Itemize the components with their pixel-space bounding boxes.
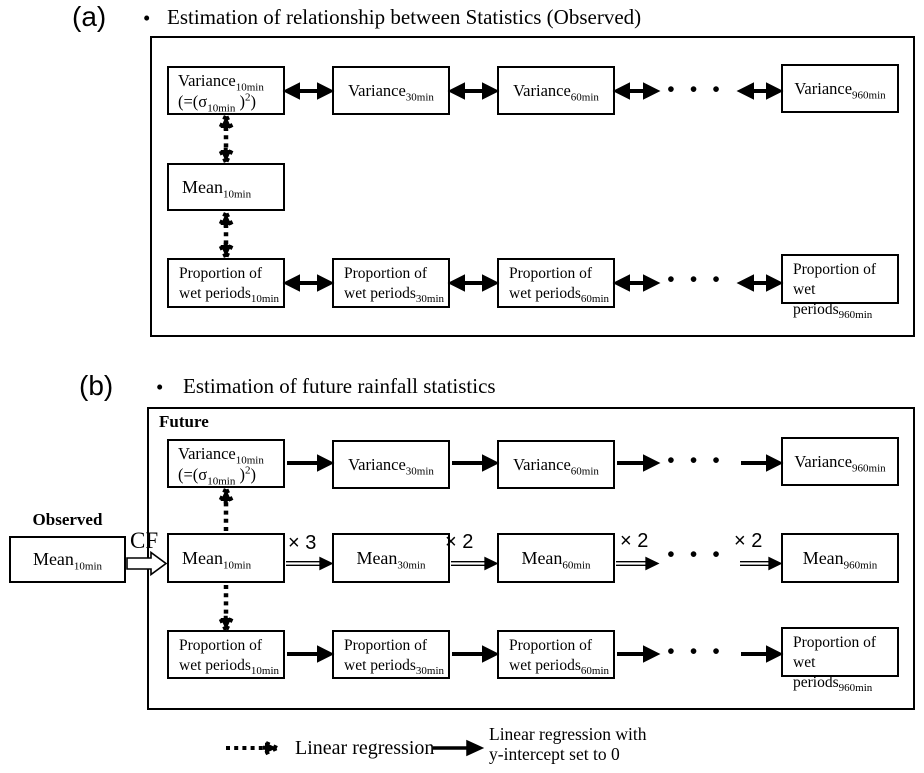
box-label: Mean60min xyxy=(521,547,591,572)
panel-a-bullet-icon: • xyxy=(143,6,151,30)
box-proportion-10min-a: Proportion of wet periods10min xyxy=(167,258,285,308)
panel-a-title: Estimation of relationship between Stati… xyxy=(167,5,642,29)
box-label-line2: wet periods10min xyxy=(179,285,280,306)
box-proportion-30min-b: Proportion of wet periods30min xyxy=(332,630,450,679)
ellipsis-dots: • • • xyxy=(667,542,725,567)
box-label-line2: wet periods30min xyxy=(344,285,445,306)
box-label-line2: periods960min xyxy=(793,301,873,322)
box-mean-30min-b: Mean30min xyxy=(332,533,450,583)
ellipsis-dots: • • • xyxy=(667,639,725,664)
legend-solid-label-line2: y-intercept set to 0 xyxy=(489,744,620,764)
box-variance-30min-a: Variance30min xyxy=(332,66,450,115)
multiplier-label-x3: × 3 xyxy=(288,532,317,554)
box-variance-10min-a: Variance10min (=(σ10min )2) xyxy=(167,66,285,115)
box-label-line2: wet periods60min xyxy=(509,657,610,678)
box-label: Variance960min xyxy=(794,451,886,474)
box-variance-60min-b: Variance60min xyxy=(497,440,615,489)
legend-dotted-arrow xyxy=(226,739,282,757)
legend-dotted-label: Linear regression xyxy=(295,737,435,759)
box-variance-30min-b: Variance30min xyxy=(332,440,450,489)
box-variance-960min-b: Variance960min xyxy=(781,437,899,486)
box-label-line2: wet periods10min xyxy=(179,657,280,678)
box-label: Variance960min xyxy=(794,78,886,101)
box-variance-10min-b: Variance10min (=(σ10min )2) xyxy=(167,439,285,488)
panel-b-title: Estimation of future rainfall statistics xyxy=(183,374,496,398)
box-label-line1: Proportion of xyxy=(179,265,263,282)
ellipsis-dots: • • • xyxy=(667,77,725,102)
panel-a-border xyxy=(150,36,915,337)
box-label: Variance60min xyxy=(513,80,599,103)
legend-solid-label-line1: Linear regression with xyxy=(489,724,647,744)
box-label-line1: Proportion of wet xyxy=(793,634,877,671)
multiplier-label-x2: × 2 xyxy=(620,530,649,552)
ellipsis-dots: • • • xyxy=(667,448,725,473)
box-label-line2: wet periods30min xyxy=(344,657,445,678)
box-proportion-60min-b: Proportion of wet periods60min xyxy=(497,630,615,679)
box-label-line1: Proportion of wet xyxy=(793,261,877,298)
ellipsis-dots: • • • xyxy=(667,267,725,292)
box-mean-960min-b: Mean960min xyxy=(781,533,899,583)
box-label-line2: wet periods60min xyxy=(509,285,610,306)
panel-a-label: (a) xyxy=(72,1,107,32)
box-proportion-960min-a: Proportion of wet periods960min xyxy=(781,254,899,321)
box-label: Mean10min xyxy=(32,549,103,573)
panel-b-bullet-icon: • xyxy=(156,375,164,399)
box-mean-10min-observed: Mean10min xyxy=(9,536,126,583)
box-label: Variance10min xyxy=(178,71,264,94)
box-label: Variance10min xyxy=(178,444,264,467)
box-label: Variance30min xyxy=(348,454,434,477)
panel-b-label: (b) xyxy=(79,370,114,401)
multiplier-label-x2: × 2 xyxy=(734,530,763,552)
box-proportion-10min-b: Proportion of wet periods10min xyxy=(167,630,285,679)
future-region-label: Future xyxy=(159,412,209,431)
box-label-line1: Proportion of xyxy=(344,265,428,282)
box-label: Mean30min xyxy=(356,547,426,572)
box-label-line1: Proportion of xyxy=(344,637,428,654)
box-label: Mean960min xyxy=(802,547,878,572)
box-proportion-60min-a: Proportion of wet periods60min xyxy=(497,258,615,308)
legend-solid-arrow xyxy=(433,739,485,757)
observed-label: Observed xyxy=(32,510,103,529)
box-mean-60min-b: Mean60min xyxy=(497,533,615,583)
box-proportion-30min-a: Proportion of wet periods30min xyxy=(332,258,450,308)
legend-solid-label: Linear regression with y-intercept set t… xyxy=(489,724,646,764)
multiplier-label-x2: × 2 xyxy=(445,531,474,553)
box-label: Variance30min xyxy=(348,80,434,103)
box-formula: (=(σ10min )2) xyxy=(178,464,256,488)
box-mean-10min-b: Mean10min xyxy=(167,533,285,583)
box-label-line1: Proportion of xyxy=(509,637,593,654)
box-formula: (=(σ10min )2) xyxy=(178,91,256,115)
box-proportion-960min-b: Proportion of wet periods960min xyxy=(781,627,899,694)
box-label: Mean10min xyxy=(182,547,252,572)
box-label-line2: periods960min xyxy=(793,674,873,695)
box-label-line1: Proportion of xyxy=(509,265,593,282)
box-mean-10min-a: Mean10min xyxy=(167,163,285,211)
box-label: Variance60min xyxy=(513,454,599,477)
box-label: Mean10min xyxy=(182,176,252,201)
cf-label: CF xyxy=(130,528,159,553)
box-variance-60min-a: Variance60min xyxy=(497,66,615,115)
box-label-line1: Proportion of xyxy=(179,637,263,654)
box-variance-960min-a: Variance960min xyxy=(781,64,899,113)
